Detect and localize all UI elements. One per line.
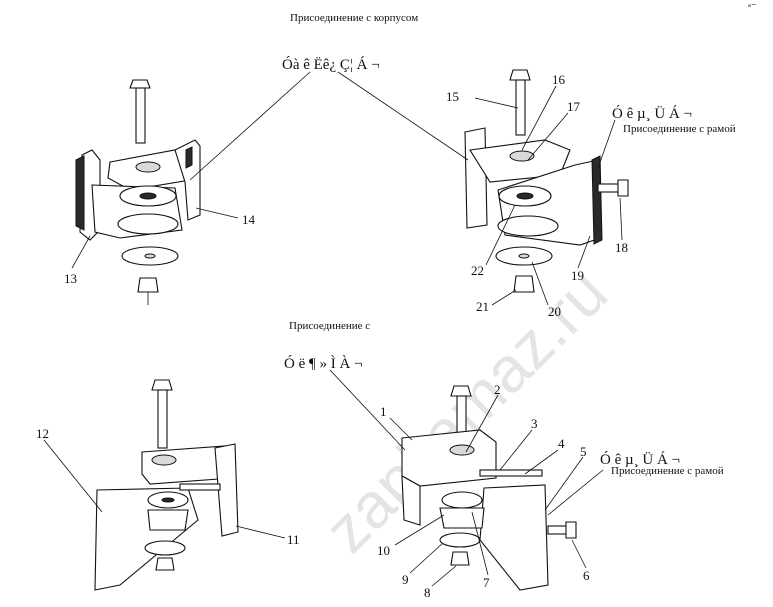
bolt-head [509,69,531,81]
frame-plate [479,484,549,591]
bracket-hole [509,150,535,162]
bracket-box [401,429,497,487]
part-number-6: 6 [583,568,590,583]
washer [439,532,481,548]
bracket-vertical [464,127,488,229]
part-number-17: 17 [567,99,581,114]
cushion-hole [161,497,175,503]
side-bolt-6-head [565,521,577,539]
assembly-bottom-left [94,379,239,591]
nut [513,275,535,293]
plate-edge [75,155,85,231]
plate-edge [591,155,603,245]
part-number-18: 18 [615,240,628,255]
bolt-head [450,385,472,397]
bracket-slot [185,146,193,169]
side-bolt-6-shank [547,525,569,535]
part-number-8: 8 [424,585,431,600]
cushion-hole [516,192,534,200]
cushion-body [439,507,485,529]
part-number-20: 20 [548,304,561,319]
part-number-13: 13 [64,271,77,286]
caption-right-bottom: Присоединение с рамой [611,465,724,477]
leader-lines [43,71,623,587]
part-number-15: 15 [446,89,459,104]
bolt-shank [135,87,146,144]
part-number-10: 10 [377,543,390,558]
bracket-hole [151,454,177,466]
nut [155,557,175,571]
nut [450,551,470,566]
part-number-16: 16 [552,72,566,87]
garbled-label-4: Ó ê µ¸ Ü Á ¬ [600,451,680,468]
caption-right-top: Присоединение с рамой [623,123,736,135]
part-numbers: 1 2 3 4 5 6 7 8 9 10 11 12 13 14 15 16 1… [36,72,628,600]
part-number-21: 21 [476,299,489,314]
side-bolt [179,483,221,491]
garbled-label-1: Óà ê Ëê¿ Ç¦ Á ¬ [282,56,380,73]
nut [137,277,159,293]
part-number-7: 7 [483,575,490,590]
washer-hole [518,253,530,259]
part-number-14: 14 [242,212,256,227]
bracket-hole [135,161,161,173]
part-number-1: 1 [380,404,387,419]
bracket-leg [214,443,239,537]
part-number-3: 3 [531,416,538,431]
cushion-bottom [117,213,179,235]
part-number-2: 2 [494,382,501,397]
side-bolt-head [617,179,629,197]
cushion-top [441,491,483,509]
bolt-head [151,379,173,391]
assembly-top-left [75,79,201,305]
bolt-shank [157,389,168,449]
part-number-11: 11 [287,532,300,547]
part-number-9: 9 [402,572,409,587]
bracket-tab [174,139,201,221]
garbled-label-2: Ó ê µ¸ Ü Á ¬ [612,105,692,122]
garbled-label-3: Ó ë ¶ » Ì À ¬ [284,355,363,372]
caption-middle: Присоединение с [289,320,370,332]
assembly-bottom-right [401,385,577,591]
cushion-bottom [497,215,559,237]
bracket-hole [449,444,475,456]
part-number-5: 5 [580,444,587,459]
washer [144,540,186,556]
part-number-12: 12 [36,426,49,441]
corner-mark: ᵃ⁻ [748,1,757,13]
cushion-body [147,509,189,531]
part-number-19: 19 [571,268,584,283]
side-bolt [479,469,543,477]
assembly-top-right [464,69,629,293]
bracket-leg [401,475,421,526]
washer-hole [144,253,156,259]
cushion-hole [139,192,157,200]
bolt-head [129,79,151,89]
part-number-22: 22 [471,263,484,278]
side-bolt-shank [597,183,621,193]
caption-top: Присоединение с корпусом [290,12,418,24]
part-number-4: 4 [558,436,565,451]
